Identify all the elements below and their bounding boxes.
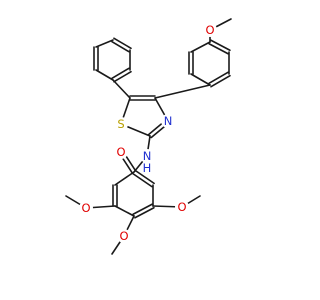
bond-line (95, 69, 114, 81)
bond-line (111, 40, 130, 53)
bond-line (111, 67, 130, 80)
atom-O5: O (175, 200, 189, 214)
bond-line (210, 39, 231, 52)
bond-line (208, 71, 229, 85)
bond-line (134, 206, 155, 219)
bond-line (95, 39, 114, 48)
bond-line (113, 70, 132, 83)
atom-H1: H (143, 161, 152, 175)
bond-layer (65, 18, 232, 255)
bond-line (114, 171, 135, 186)
atom-label: O (205, 23, 214, 37)
bond-line (112, 79, 131, 99)
atom-O1: O (203, 23, 217, 37)
atom-O4: O (117, 229, 131, 243)
bond-line (190, 41, 211, 53)
bond-line (113, 37, 132, 50)
atom-S1: S (114, 117, 128, 131)
atom-label: O (81, 201, 90, 215)
bond-line (190, 73, 211, 86)
atom-label-layer: O S N N H O O O O (79, 23, 217, 243)
bond-line (210, 74, 231, 88)
atom-label: O (119, 229, 128, 243)
bond-line (134, 169, 155, 185)
atom-label: N (164, 114, 173, 128)
atom-label: S (117, 117, 124, 131)
atom-N1: N (161, 114, 175, 128)
atom-label: H (143, 161, 152, 175)
atom-label: O (177, 200, 186, 214)
atom-O2: O (114, 145, 128, 159)
bond-line (132, 203, 153, 216)
atom-O3: O (79, 201, 93, 215)
molecule-structure: O S N N H O O O O (65, 18, 232, 255)
bond-line (208, 42, 229, 55)
atom-label: N (143, 149, 152, 163)
bond-line (132, 172, 153, 188)
atom-label: O (116, 145, 125, 159)
atom-N2: N (140, 149, 154, 163)
bond-line (114, 205, 135, 217)
bond-line (154, 84, 211, 99)
